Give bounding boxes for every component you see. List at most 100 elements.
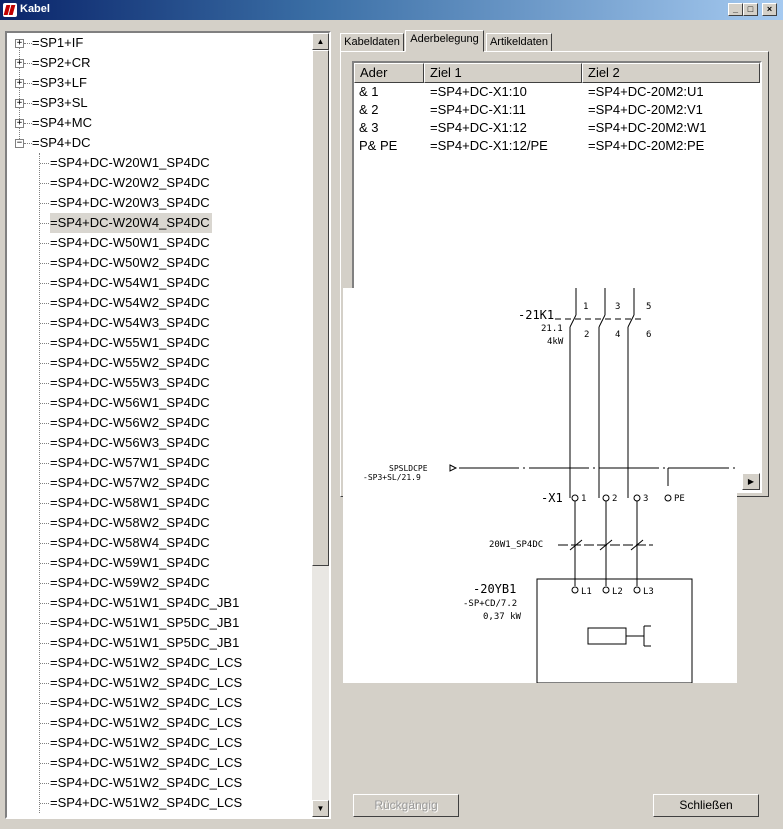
tree-connector	[40, 343, 49, 344]
tree-connector	[24, 63, 32, 64]
pe-line-ref: -SP3+SL/21.9	[363, 473, 421, 482]
tree-connector	[40, 763, 49, 764]
tree-item[interactable]: =SP4+DC-W51W2_SP4DC_LCS	[50, 695, 243, 710]
tree-item[interactable]: =SP4+DC-W20W3_SP4DC	[50, 195, 210, 210]
cell-ziel1[interactable]: =SP4+DC-X1:11	[430, 102, 526, 117]
tree-item[interactable]: =SP4+DC-W58W1_SP4DC	[50, 495, 210, 510]
tree-item[interactable]: =SP4+DC-W55W2_SP4DC	[50, 355, 210, 370]
tree-item[interactable]: =SP4+DC-W56W1_SP4DC	[50, 395, 210, 410]
tree-item[interactable]: =SP4+DC-W58W2_SP4DC	[50, 515, 210, 530]
terminal-pin-2: 2	[612, 494, 617, 504]
tree-connector	[40, 283, 49, 284]
tree-item[interactable]: =SP4+DC-W51W1_SP5DC_JB1	[50, 615, 240, 630]
cell-ader[interactable]: & 1	[359, 84, 379, 99]
tree-item[interactable]: =SP4+DC-W51W1_SP5DC_JB1	[50, 635, 240, 650]
tree-node[interactable]: =SP3+SL	[32, 95, 88, 110]
expand-icon[interactable]: +	[15, 118, 24, 128]
cable-tree[interactable]: + =SP1+IF + =SP2+CR + =SP3+LF + =SP3+SL + =SP4+MC…	[5, 31, 331, 819]
tree-node[interactable]: =SP2+CR	[32, 55, 91, 70]
tree-item[interactable]: =SP4+DC-W50W2_SP4DC	[50, 255, 210, 270]
scroll-right-button[interactable]: ▶	[742, 473, 760, 490]
tree-connector	[40, 423, 49, 424]
tree-item[interactable]: =SP4+DC-W56W3_SP4DC	[50, 435, 210, 450]
tree-item[interactable]: =SP4+DC-W57W2_SP4DC	[50, 475, 210, 490]
undo-button[interactable]: Rückgängig	[353, 794, 459, 817]
pe-line-label: SPSLDCPE	[389, 464, 428, 473]
window-title: Kabel	[20, 3, 50, 15]
column-header-ziel2[interactable]: Ziel 2	[582, 63, 760, 83]
cell-ziel1[interactable]: =SP4+DC-X1:10	[430, 84, 527, 99]
tree-connector	[40, 803, 49, 804]
tree-item[interactable]: =SP4+DC-W51W2_SP4DC_LCS	[50, 675, 243, 690]
tree-item[interactable]: =SP4+DC-W59W2_SP4DC	[50, 575, 210, 590]
scroll-up-button[interactable]: ▲	[312, 33, 329, 50]
tree-item[interactable]: =SP4+DC-W56W2_SP4DC	[50, 415, 210, 430]
tree-item[interactable]: =SP4+DC-W59W1_SP4DC	[50, 555, 210, 570]
tree-node[interactable]: =SP1+IF	[32, 35, 84, 50]
tab-kabeldaten[interactable]: Kabeldaten	[340, 33, 404, 52]
tab-aderbelegung[interactable]: Aderbelegung	[405, 30, 484, 52]
tree-item[interactable]: =SP4+DC-W54W2_SP4DC	[50, 295, 210, 310]
tree-item[interactable]: =SP4+DC-W51W2_SP4DC_LCS	[50, 775, 243, 790]
cell-ader[interactable]: P& PE	[359, 138, 398, 153]
schematic-preview: -21K1 21.1 4kW 1 3 5 2 4 6 SPSLDCPE -SP3…	[343, 288, 737, 683]
tree-node[interactable]: =SP4+DC	[32, 135, 91, 150]
tree-connector	[24, 83, 32, 84]
tree-connector	[40, 603, 49, 604]
terminal-pin-pe: PE	[674, 494, 685, 504]
scroll-down-button[interactable]: ▼	[312, 800, 329, 817]
scroll-thumb[interactable]	[312, 50, 329, 566]
tree-scrollbar[interactable]: ▲ ▼	[312, 33, 329, 817]
contactor-terminal-4: 4	[615, 330, 620, 340]
tree-connector	[40, 583, 49, 584]
tree-item[interactable]: =SP4+DC-W54W3_SP4DC	[50, 315, 210, 330]
tree-item[interactable]: =SP4+DC-W58W4_SP4DC	[50, 535, 210, 550]
tree-item[interactable]: =SP4+DC-W51W2_SP4DC_LCS	[50, 795, 243, 810]
tree-item-selected[interactable]: =SP4+DC-W20W4_SP4DC	[50, 213, 212, 233]
tree-item[interactable]: =SP4+DC-W54W1_SP4DC	[50, 275, 210, 290]
cell-ader[interactable]: & 2	[359, 102, 379, 117]
tree-item[interactable]: =SP4+DC-W50W1_SP4DC	[50, 235, 210, 250]
expand-icon[interactable]: +	[15, 58, 24, 68]
close-button[interactable]: Schließen	[653, 794, 759, 817]
tree-connector	[40, 183, 49, 184]
expand-icon[interactable]: +	[15, 78, 24, 88]
cell-ziel2[interactable]: =SP4+DC-20M2:PE	[588, 138, 705, 153]
tree-item[interactable]: =SP4+DC-W51W2_SP4DC_LCS	[50, 755, 243, 770]
tree-connector	[24, 143, 32, 144]
close-window-button[interactable]: ×	[762, 3, 777, 16]
tree-connector	[24, 43, 32, 44]
tree-connector	[40, 643, 49, 644]
tree-item[interactable]: =SP4+DC-W55W3_SP4DC	[50, 375, 210, 390]
maximize-button[interactable]: □	[743, 3, 758, 16]
tab-artikeldaten[interactable]: Artikeldaten	[486, 33, 552, 52]
tree-item[interactable]: =SP4+DC-W51W2_SP4DC_LCS	[50, 715, 243, 730]
tree-content: + =SP1+IF + =SP2+CR + =SP3+LF + =SP3+SL + =SP4+MC…	[7, 33, 313, 817]
column-header-ziel1[interactable]: Ziel 1	[424, 63, 582, 83]
expand-icon[interactable]: +	[15, 38, 24, 48]
tree-item[interactable]: =SP4+DC-W51W2_SP4DC_LCS	[50, 735, 243, 750]
app-icon	[3, 3, 17, 17]
tree-node[interactable]: =SP3+LF	[32, 75, 87, 90]
cell-ziel2[interactable]: =SP4+DC-20M2:U1	[588, 84, 704, 99]
tree-item[interactable]: =SP4+DC-W57W1_SP4DC	[50, 455, 210, 470]
cell-ziel1[interactable]: =SP4+DC-X1:12/PE	[430, 138, 548, 153]
cell-ziel1[interactable]: =SP4+DC-X1:12	[430, 120, 527, 135]
column-header-ader[interactable]: Ader	[354, 63, 424, 83]
tree-item[interactable]: =SP4+DC-W20W1_SP4DC	[50, 155, 210, 170]
tree-item[interactable]: =SP4+DC-W51W2_SP4DC_LCS	[50, 655, 243, 670]
cell-ziel2[interactable]: =SP4+DC-20M2:V1	[588, 102, 703, 117]
tree-node[interactable]: =SP4+MC	[32, 115, 92, 130]
cell-ziel2[interactable]: =SP4+DC-20M2:W1	[588, 120, 707, 135]
cell-ader[interactable]: & 3	[359, 120, 379, 135]
tree-item[interactable]: =SP4+DC-W51W1_SP4DC_JB1	[50, 595, 240, 610]
collapse-icon[interactable]: −	[15, 138, 24, 148]
tree-connector	[40, 563, 49, 564]
tree-item[interactable]: =SP4+DC-W55W1_SP4DC	[50, 335, 210, 350]
tree-connector	[40, 263, 49, 264]
minimize-button[interactable]: _	[728, 3, 743, 16]
terminal-pin-3: 3	[643, 494, 648, 504]
contactor-terminal-3: 3	[615, 302, 620, 312]
expand-icon[interactable]: +	[15, 98, 24, 108]
tree-item[interactable]: =SP4+DC-W20W2_SP4DC	[50, 175, 210, 190]
